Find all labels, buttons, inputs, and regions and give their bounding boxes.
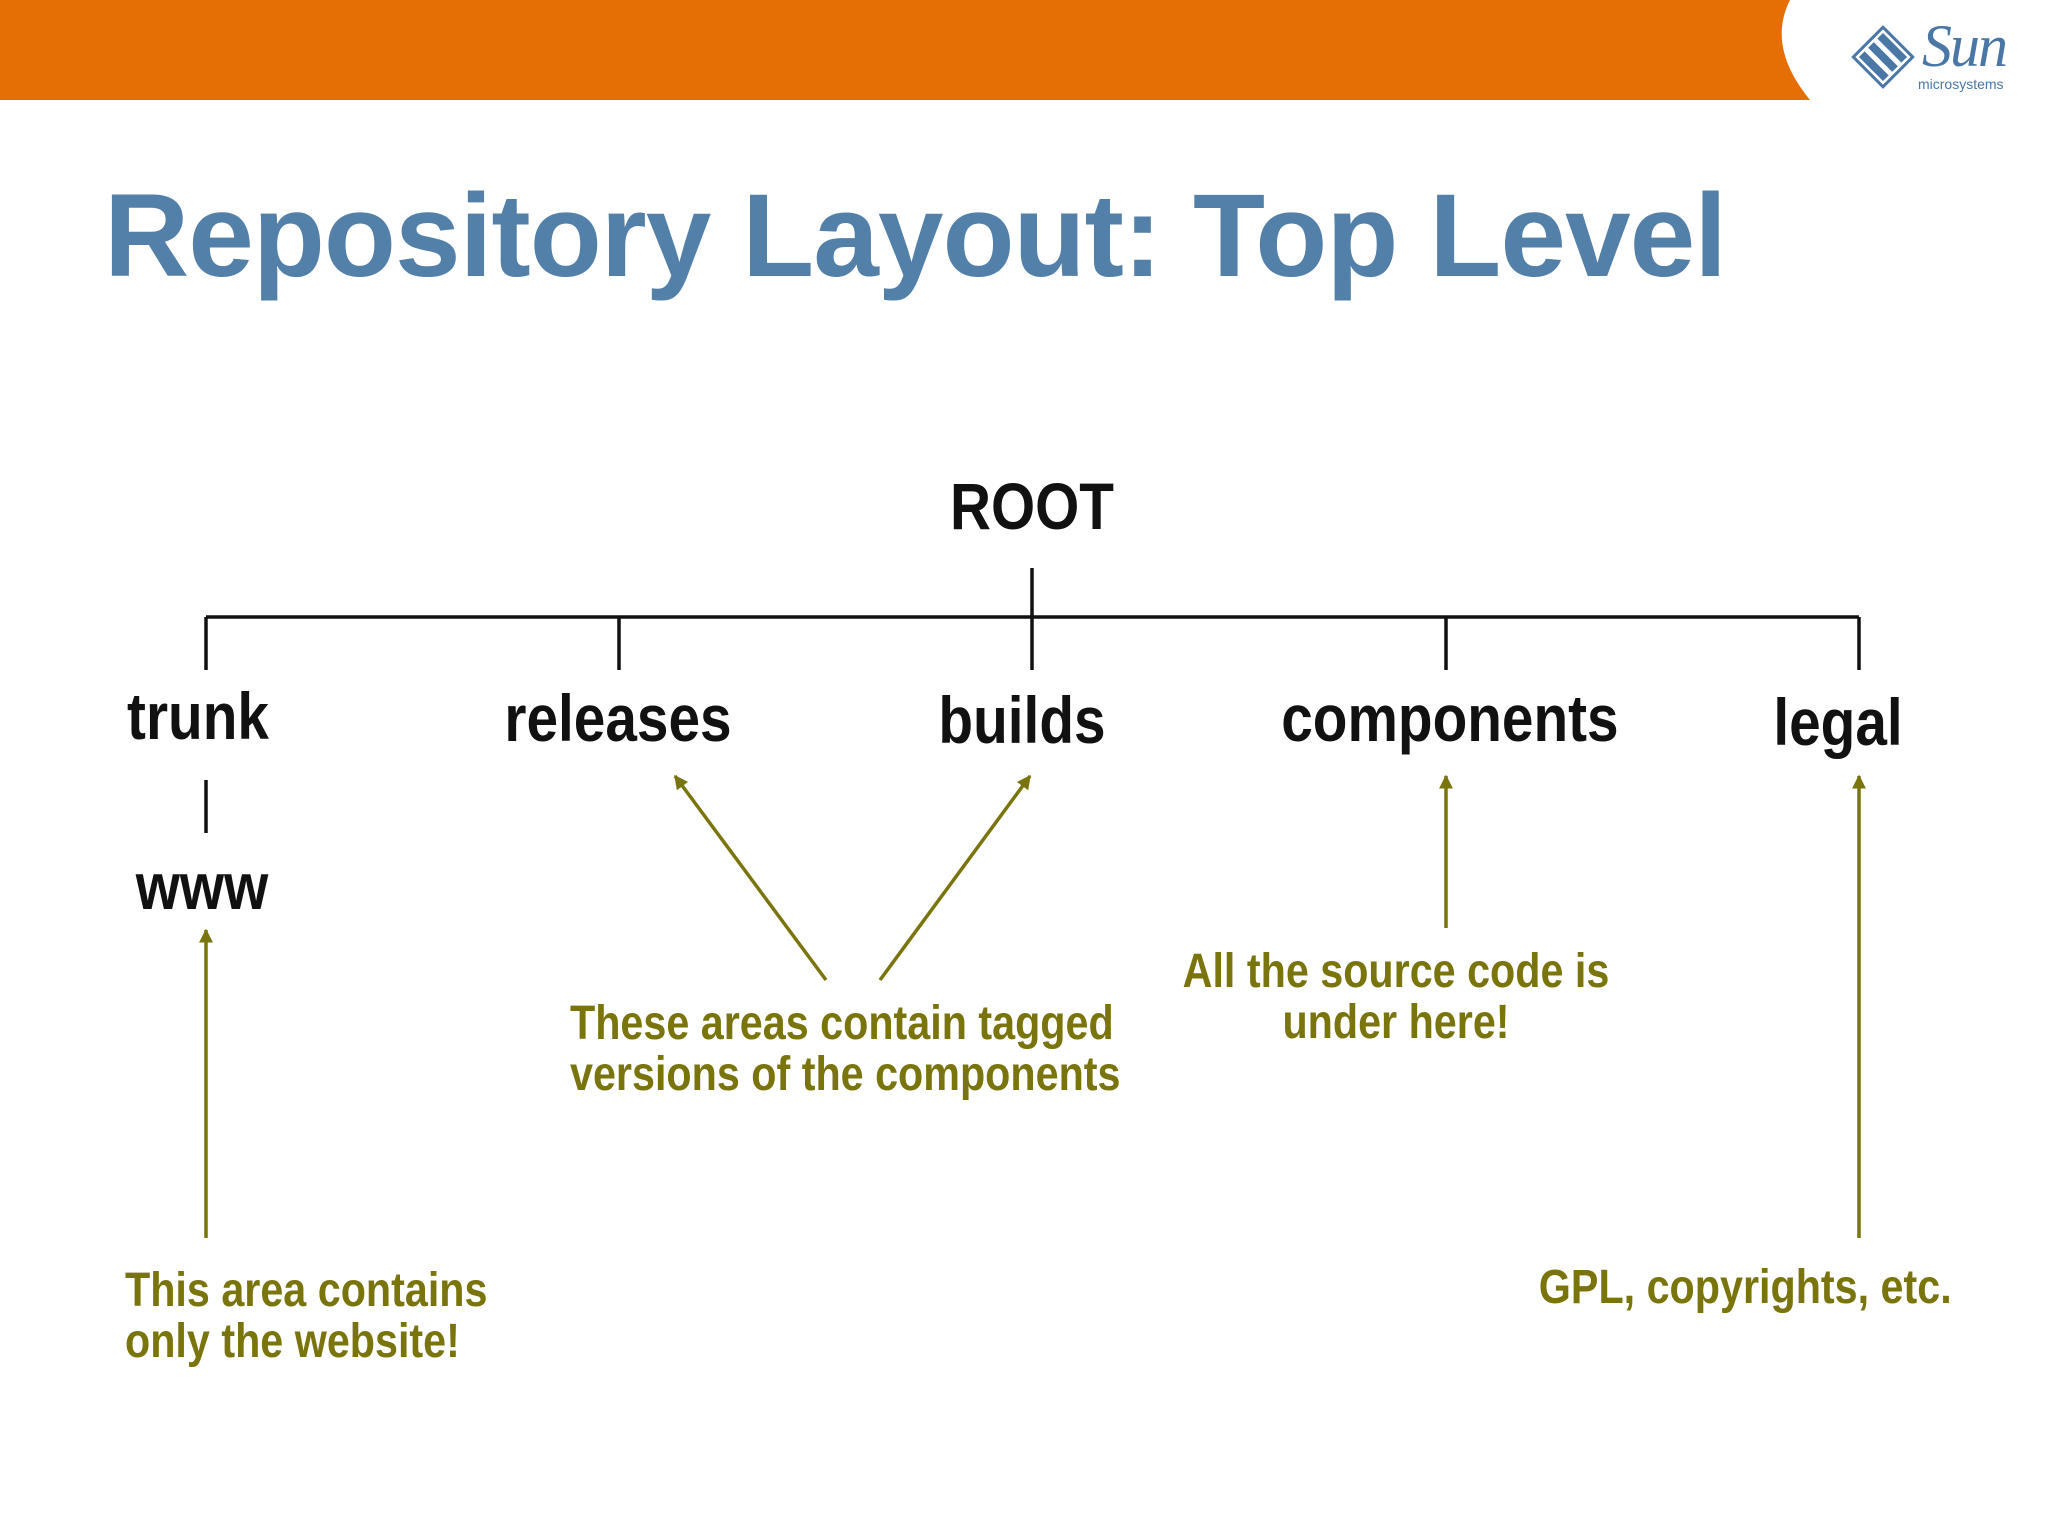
node-trunk: trunk [127,679,269,753]
note-www-line-2: only the website! [125,1315,460,1368]
sun-logo: Sun microsystems [1850,13,2030,94]
node-root: ROOT [950,469,1114,543]
page-title: Repository Layout: Top Level [104,170,1727,302]
node-www: www [135,849,269,923]
note-legal: GPL, copyrights, etc. [1538,1261,1952,1314]
node-releases: releases [504,681,732,755]
note-components: All the source code is under here! [1155,946,1637,1048]
node-components: components [1281,681,1619,755]
note-www: This area contains only the website! [125,1265,487,1367]
note-releases-builds: These areas contain tagged versions of t… [570,997,1121,1101]
banner-shape [0,0,1810,100]
note-releases-builds-line-1: These areas contain tagged [570,997,1114,1050]
annotation-arrows [199,774,1866,1238]
note-releases-builds-line-2: versions of the components [570,1048,1121,1101]
arrow-builds [878,774,1032,982]
arrow-releases [673,774,828,982]
note-www-line-1: This area contains [125,1264,488,1317]
header-banner [0,0,1810,100]
note-components-line-2: under here! [1282,996,1510,1049]
node-builds: builds [938,683,1106,757]
logo-subtitle: microsystems [1918,76,2004,92]
logo-word: Sun [1922,13,2008,79]
tree-connectors [204,568,1861,833]
sun-diamond-logo-icon [1851,25,1915,89]
note-components-line-1: All the source code is [1182,945,1610,998]
node-legal: legal [1773,685,1903,759]
